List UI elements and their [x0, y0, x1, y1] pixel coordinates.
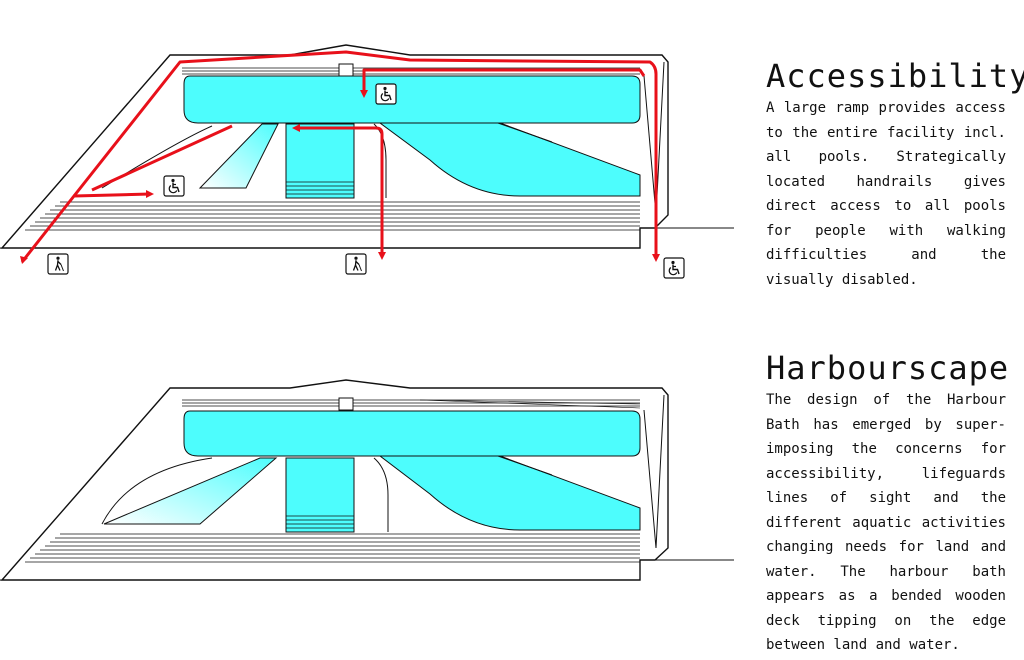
sloped-pool	[378, 122, 641, 197]
main-pool	[183, 410, 641, 457]
building-outline	[0, 379, 669, 581]
section-description: A large ramp provides access to the enti…	[766, 100, 1006, 288]
visually-impaired-cane-icon	[47, 253, 69, 275]
wheelchair-icon	[375, 83, 397, 105]
wheelchair-icon	[163, 175, 185, 197]
section-drawing-accessibility	[0, 44, 734, 279]
ramp-pool	[198, 123, 279, 189]
deck-stripes	[25, 399, 640, 563]
harbourscape-text-block: Harbourscape The design of the Harbour B…	[766, 349, 1010, 658]
diving-pool	[285, 457, 355, 533]
wheelchair-icon	[663, 257, 685, 279]
building-outline	[0, 44, 669, 249]
accessibility-text-block: Accessibility A large ramp provides acce…	[766, 57, 1024, 292]
sloped-pool	[378, 455, 641, 531]
section-title: Harbourscape	[766, 349, 1010, 387]
ramp-pool	[103, 457, 278, 525]
diving-pool	[285, 123, 355, 199]
main-pool	[183, 75, 641, 124]
section-description: The design of the Harbour Bath has emerg…	[766, 392, 1006, 653]
section-drawing-harbourscape	[0, 379, 734, 581]
accessibility-routes	[20, 50, 658, 263]
section-title: Accessibility	[766, 57, 1024, 95]
visually-impaired-cane-icon	[345, 253, 367, 275]
